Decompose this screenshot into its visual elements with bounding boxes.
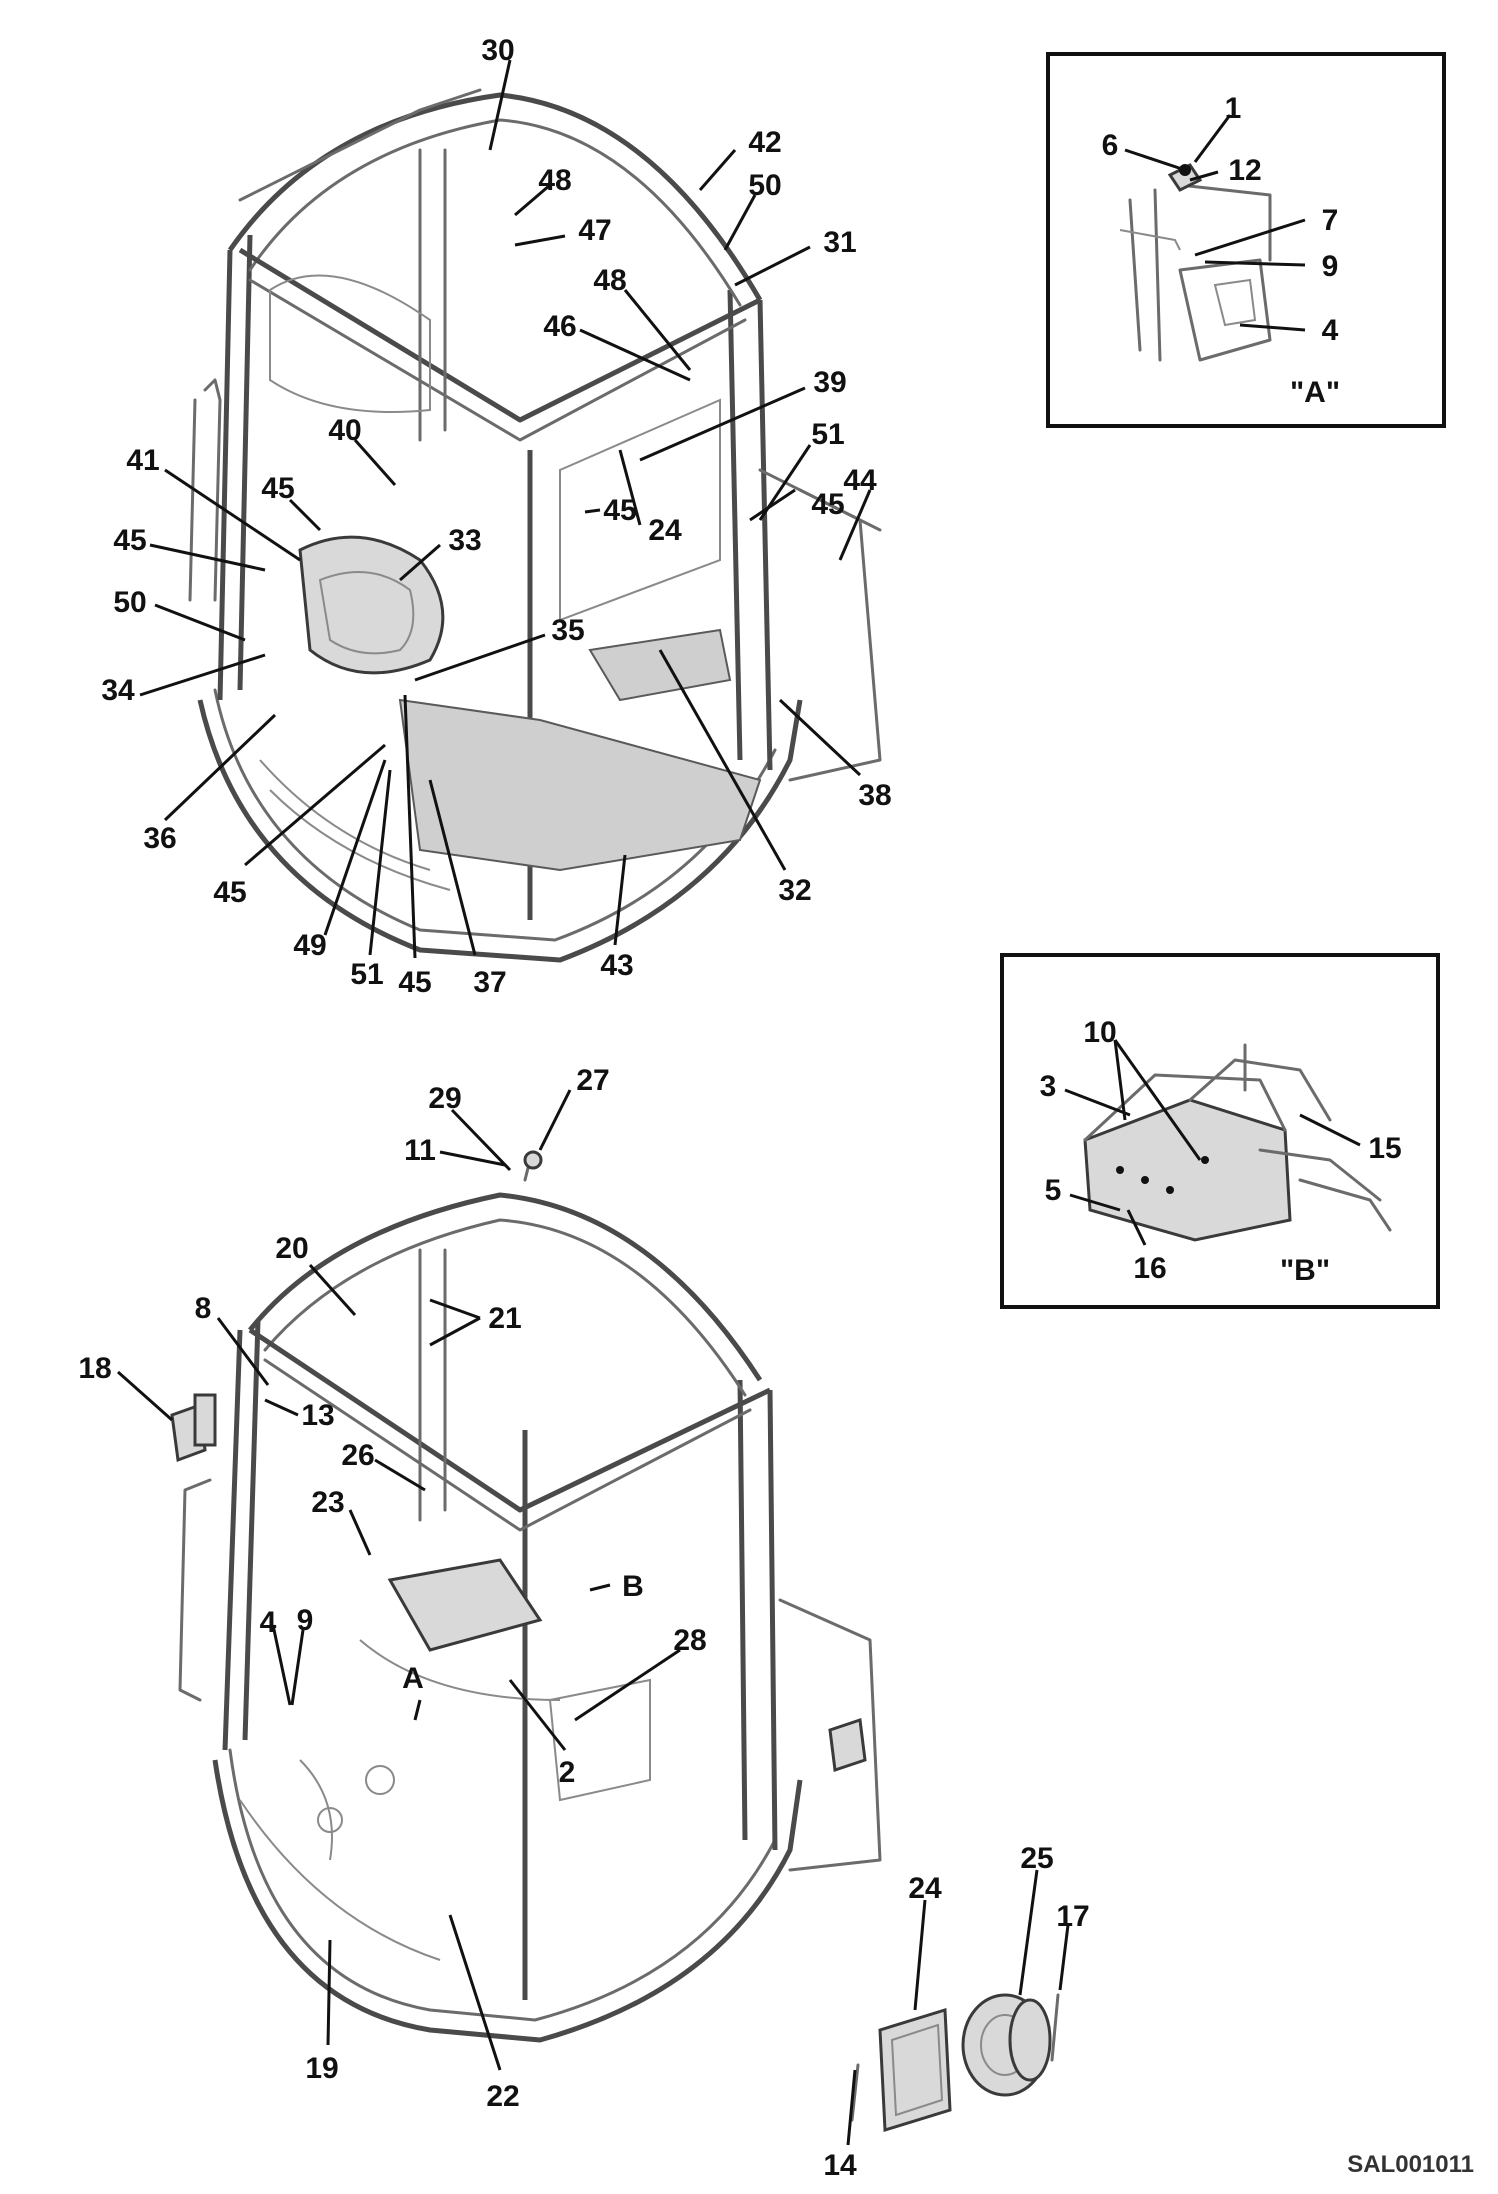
callout-label: 41	[126, 444, 159, 477]
upper-cab-drawing	[188, 88, 882, 963]
callout-label: 20	[275, 1232, 308, 1265]
callout-label: 7	[1322, 204, 1339, 237]
callout-label: 48	[593, 264, 626, 297]
callout-label: 44	[843, 464, 877, 497]
callout-label: 45	[811, 488, 844, 521]
callout-label: 50	[748, 169, 781, 202]
loose-parts	[850, 1993, 1060, 2133]
callout-label: 25	[1020, 1842, 1053, 1875]
callout-label: 37	[473, 966, 506, 999]
lower-cab-drawing	[170, 1150, 882, 2043]
callout-label: 14	[823, 2149, 857, 2182]
callout-label: 16	[1133, 1252, 1166, 1285]
callout-label: 8	[195, 1292, 212, 1325]
callout-label: 51	[350, 958, 383, 991]
callout-label: 15	[1368, 1132, 1401, 1165]
detail-b-drawing	[1083, 1043, 1392, 1242]
upper-callouts: 30 42 48 47 50 31 48 46 39 40 45 41 45 2…	[101, 34, 891, 999]
callout-label: 18	[78, 1352, 111, 1385]
callout-label: 3	[1040, 1070, 1057, 1103]
callout-label: 6	[1102, 129, 1119, 162]
callout-label: 13	[301, 1399, 334, 1432]
callout-label: 45	[603, 494, 636, 527]
callout-label: 4	[1322, 314, 1339, 347]
callout-label: 45	[398, 966, 431, 999]
callout-label: 10	[1083, 1016, 1116, 1049]
callout-label: 33	[448, 524, 481, 557]
callout-label: 4	[260, 1606, 277, 1639]
callout-label: 23	[311, 1486, 344, 1519]
callout-label: 38	[858, 779, 891, 812]
lower-callouts: 29 27 11 20 8 21 18 13 26 23 B 4 9 28 A …	[78, 1064, 1089, 2182]
callout-label: 2	[559, 1756, 576, 1789]
callout-label: 47	[578, 214, 611, 247]
callout-label: 46	[543, 310, 576, 343]
callout-label: 22	[486, 2080, 519, 2113]
callout-label: 30	[481, 34, 514, 67]
callout-label: A	[402, 1662, 424, 1695]
callout-label: 51	[811, 418, 844, 451]
callout-label: 45	[261, 472, 294, 505]
callout-label: 42	[748, 126, 781, 159]
callout-label: 5	[1045, 1174, 1062, 1207]
callout-label: B	[622, 1570, 644, 1603]
callout-label: 45	[213, 876, 246, 909]
callout-label: 35	[551, 614, 584, 647]
callout-label: 19	[305, 2052, 338, 2085]
callout-label: 40	[328, 414, 361, 447]
callout-label: 31	[823, 226, 856, 259]
callout-label: 27	[576, 1064, 609, 1097]
callout-label: 45	[113, 524, 146, 557]
detail-a-caption: "A"	[1290, 376, 1340, 409]
callout-label: 11	[404, 1134, 436, 1167]
callout-label: 50	[113, 586, 146, 619]
callout-label: 1	[1225, 92, 1242, 125]
detail-b-callouts: 10 3 15 5 16	[1040, 1016, 1402, 1285]
callout-label: 9	[297, 1604, 314, 1637]
callout-label: 32	[778, 874, 811, 907]
detail-b-caption: "B"	[1280, 1254, 1330, 1287]
callout-label: 34	[101, 674, 135, 707]
callout-label: 43	[600, 949, 633, 982]
callout-label: 49	[293, 929, 326, 962]
callout-label: 26	[341, 1439, 374, 1472]
callout-label: 21	[488, 1302, 521, 1335]
callout-label: 36	[143, 822, 176, 855]
callout-label: 24	[908, 1872, 942, 1905]
callout-label: 48	[538, 164, 571, 197]
callout-label: 28	[673, 1624, 706, 1657]
drawing-id: SAL001011	[1347, 2151, 1474, 2178]
detail-a-callouts: 1 6 12 7 9 4	[1102, 92, 1339, 347]
callout-label: 9	[1322, 250, 1339, 283]
callout-label: 29	[428, 1082, 461, 1115]
callout-label: 39	[813, 366, 846, 399]
callout-label: 17	[1056, 1900, 1089, 1933]
callout-label: 12	[1228, 154, 1261, 187]
callout-label: 24	[648, 514, 682, 547]
